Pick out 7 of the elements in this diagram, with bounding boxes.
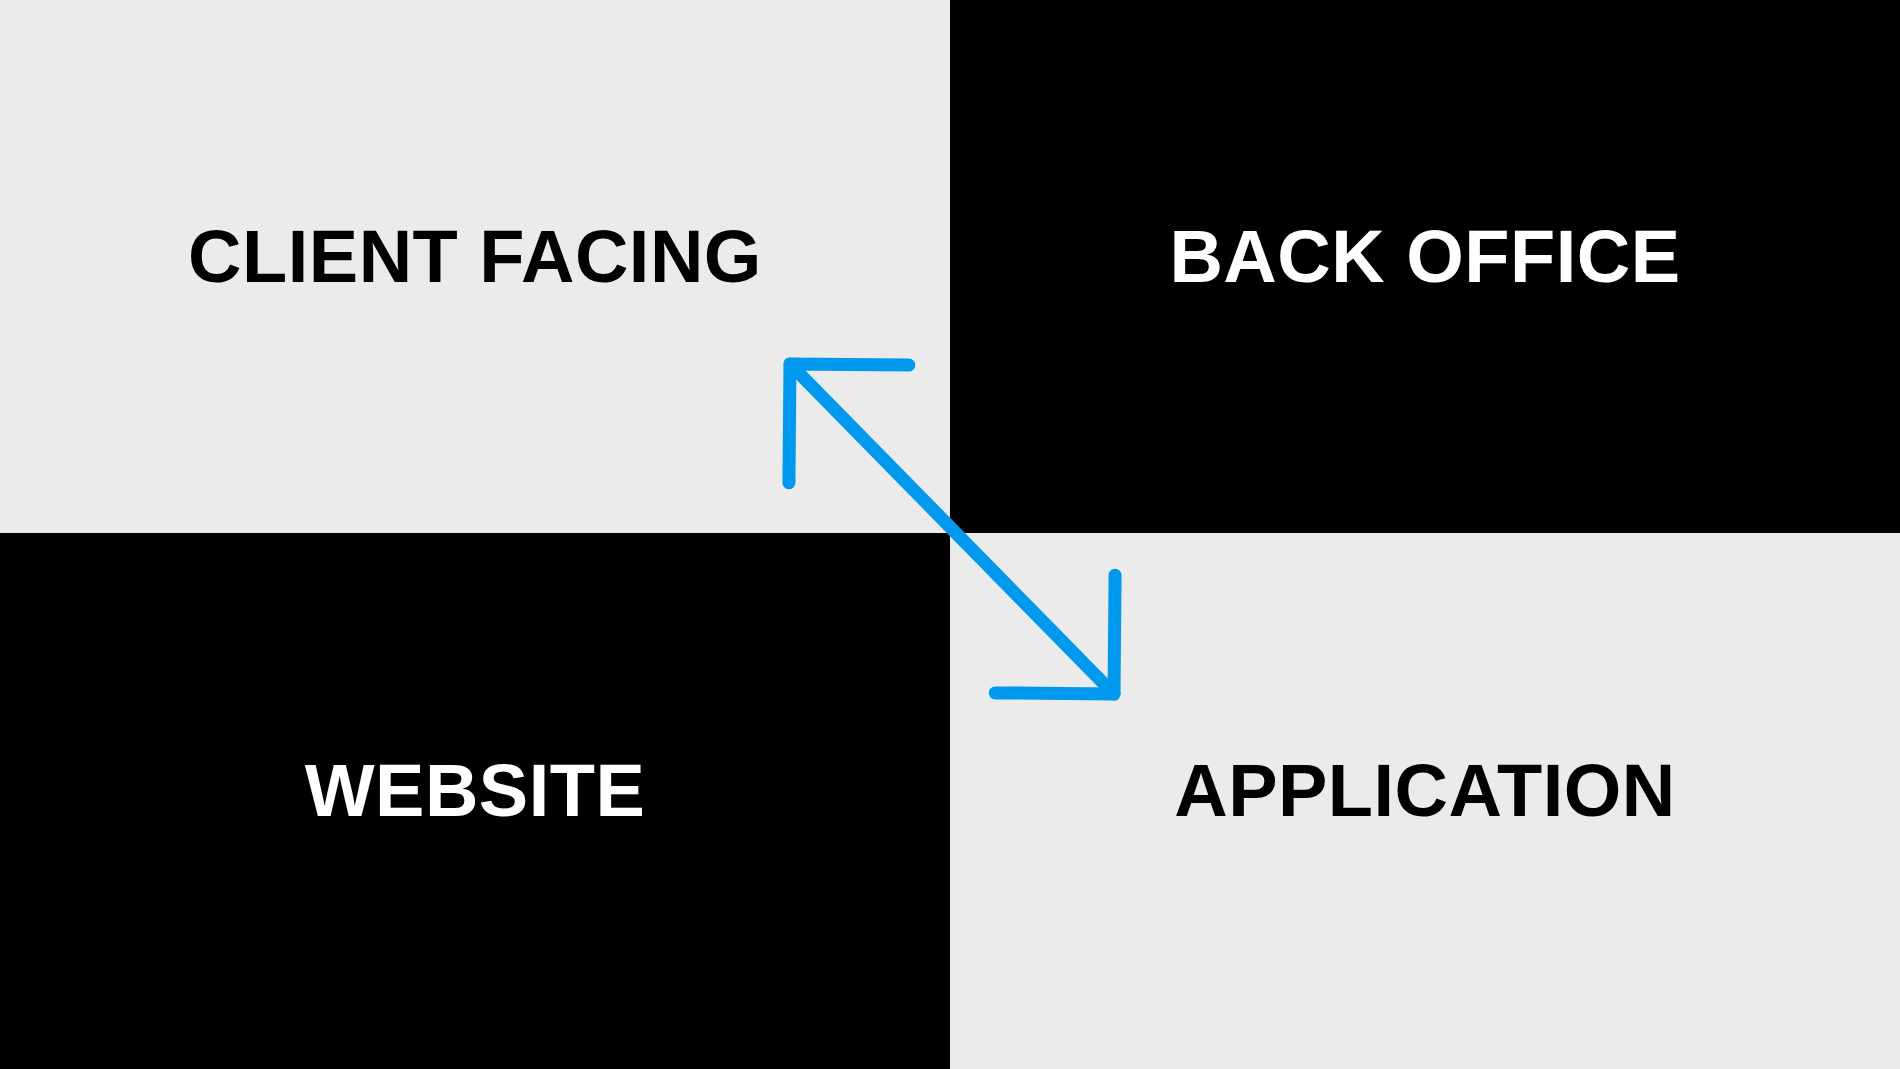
quadrant-title: WEBSITE	[304, 754, 646, 828]
quadrant-title: CLIENT FACING	[188, 219, 762, 294]
double-headed-arrow	[782, 357, 1122, 701]
quadrant-title: APPLICATION	[1174, 754, 1676, 828]
quadrant-panel	[0, 533, 950, 1069]
quadrant-title: BACK OFFICE	[1169, 219, 1681, 294]
quadrant-panel	[950, 0, 1900, 533]
